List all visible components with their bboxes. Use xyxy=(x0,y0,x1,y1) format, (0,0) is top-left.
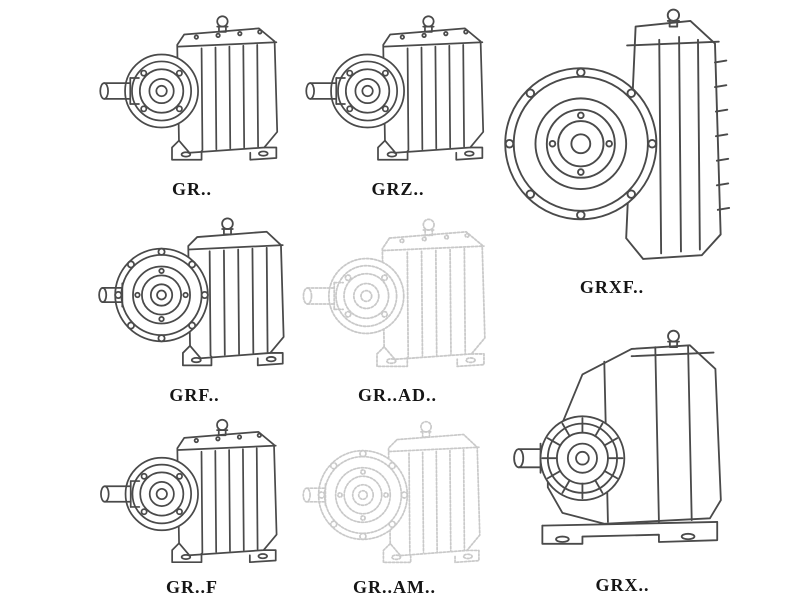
grxf-gearbox-drawing xyxy=(492,2,732,276)
grf-gearbox-drawing xyxy=(92,206,297,384)
gearbox-figure-gr: GR.. xyxy=(92,4,292,200)
gearbox-figure-grx: GRX.. xyxy=(495,306,750,596)
gearbox-figure-gram: GR..AM.. xyxy=(292,414,497,598)
grad-gearbox-drawing xyxy=(295,208,500,384)
grad-label: GR..AD.. xyxy=(358,385,437,405)
grxf-label: GRXF.. xyxy=(579,277,645,297)
grz-label: GRZ.. xyxy=(371,179,425,199)
gr-label: GR.. xyxy=(172,179,212,199)
grff-gearbox-drawing xyxy=(92,412,292,576)
gearbox-figure-grff: GR..F xyxy=(92,412,292,598)
gearbox-figure-grz: GRZ.. xyxy=(298,4,498,200)
grf-label: GRF.. xyxy=(169,385,220,405)
gearbox-figure-grf: GRF.. xyxy=(92,206,297,406)
grx-gearbox-drawing xyxy=(495,306,750,574)
grz-gearbox-drawing xyxy=(298,4,498,178)
gr-gearbox-drawing xyxy=(92,4,292,178)
grff-label: GR..F xyxy=(166,577,218,597)
grx-label: GRX.. xyxy=(595,575,650,595)
gearbox-figure-grad: GR..AD.. xyxy=(295,208,500,406)
gram-gearbox-drawing xyxy=(292,414,497,576)
gearbox-figure-grxf: GRXF.. xyxy=(492,2,732,298)
gram-label: GR..AM.. xyxy=(353,577,436,597)
